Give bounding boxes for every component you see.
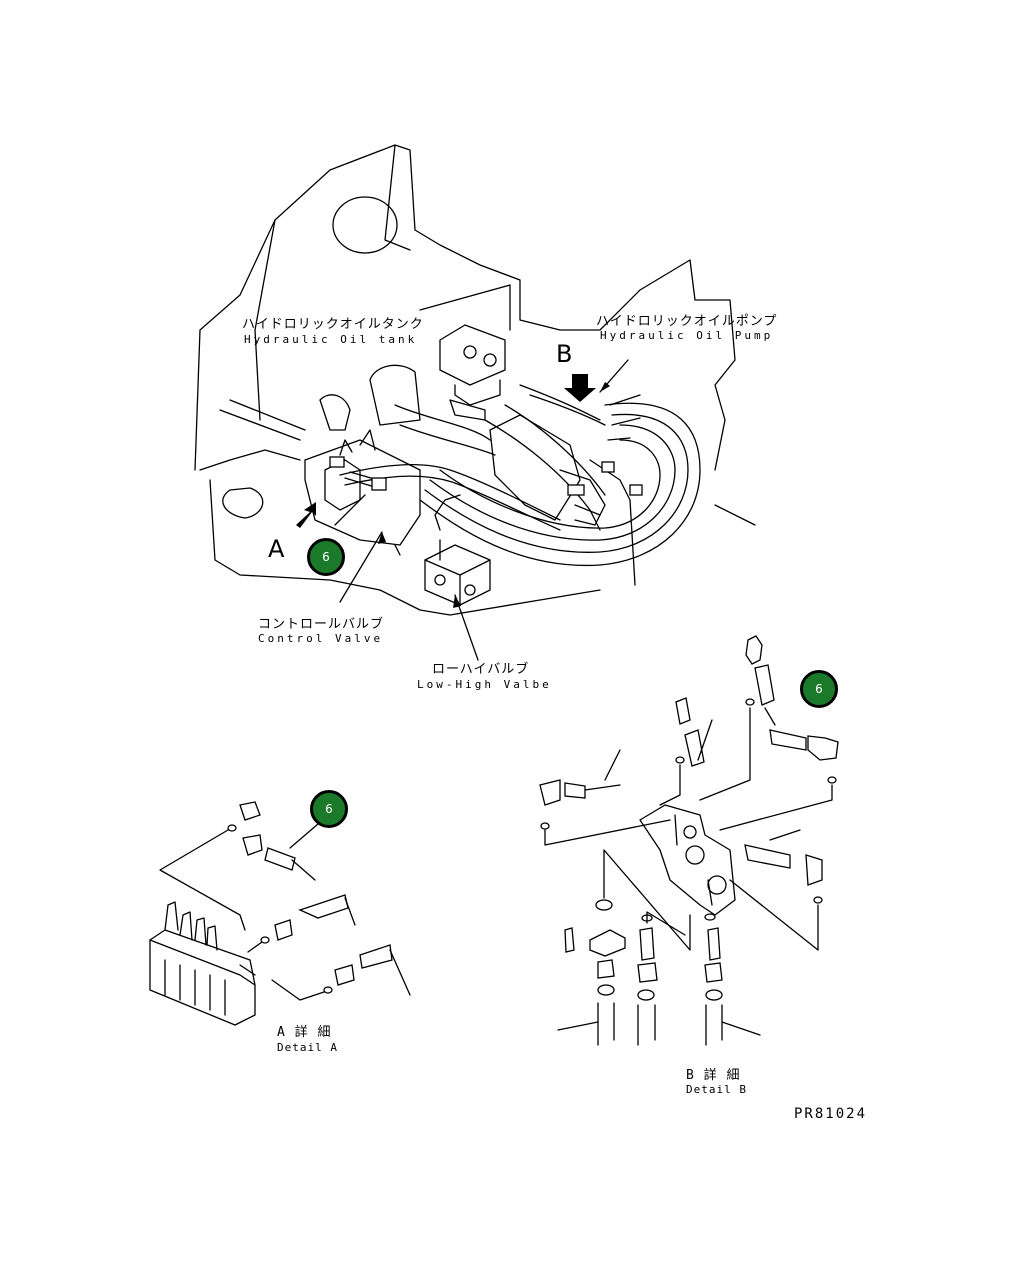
callout-badge-detail-a[interactable]: 6 [310,790,348,828]
detail-b-label-jp: B 詳 細 [686,1068,741,1083]
oil-pump-label-en: Hydraulic Oil Pump [600,329,774,342]
oil-tank-label-jp: ハイドロリックオイルタンク [242,317,424,332]
control-valve-label-en: Control Valve [258,632,384,645]
view-b-marker: B [556,340,573,368]
control-valve [304,429,421,556]
detail-a-label-en: Detail A [277,1041,338,1054]
detail-a-drawing [149,801,411,1026]
drawing-code: PR81024 [794,1106,868,1122]
callout-badge-detail-b[interactable]: 6 [800,670,838,708]
hydraulic-pump [489,414,643,526]
tank-piping [319,364,496,456]
control-valve-label-jp: コントロールバルブ [258,617,385,632]
low-high-valve [424,494,491,606]
low-high-valve-label-jp: ローハイバルブ [432,662,530,677]
detail-b-label-en: Detail B [686,1083,747,1096]
pump-motor-housing [439,324,506,421]
view-a-marker: A [268,535,285,563]
view-arrows [296,374,596,528]
oil-pump-label-jp: ハイドロリックオイルポンプ [596,314,778,329]
detail-a-label-jp: A 詳 細 [277,1025,332,1040]
callout-badge-main[interactable]: 6 [307,538,345,576]
low-high-valve-label-en: Low-High Valbe [417,678,552,691]
oil-tank-label-en: Hydraulic Oil tank [244,333,418,346]
main-hoses [339,384,701,586]
detail-b-drawing [539,635,839,1046]
machine-body-outline [194,144,756,616]
leader-lines-main [334,359,629,661]
